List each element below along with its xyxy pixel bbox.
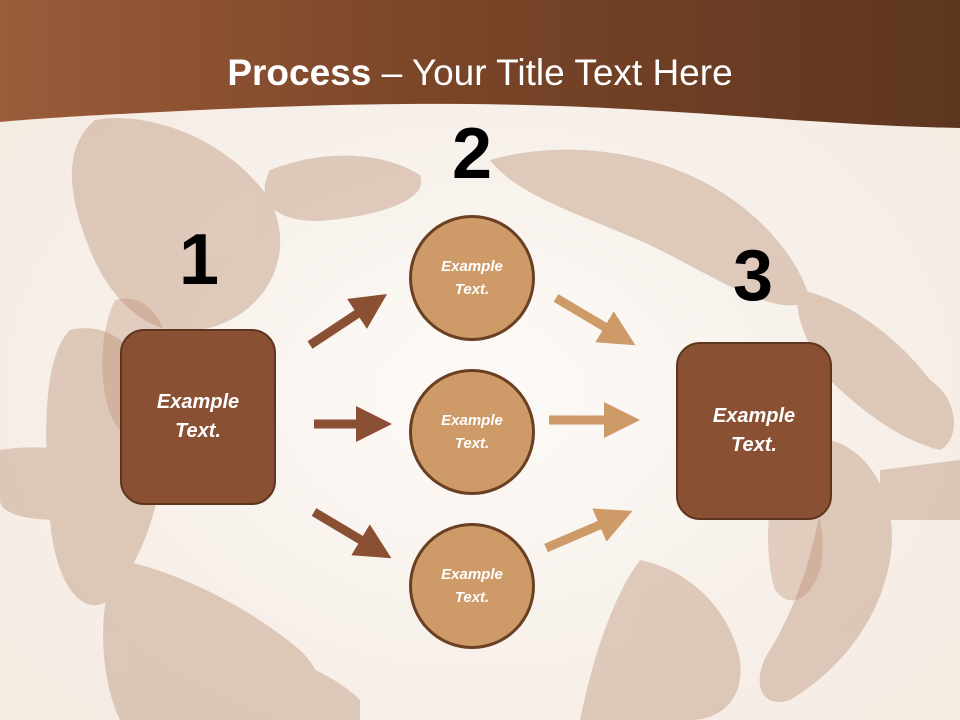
arrow-left-to-bottom [311,508,392,559]
header-band [0,0,960,128]
left-box-text: Example Text. [156,391,240,442]
step-number-3: 3 [732,236,774,316]
arrow-left-to-top [307,294,388,349]
slide-title: Process – Your Title Text Here [0,52,960,94]
step-number-2: 2 [451,114,493,194]
arrow-bottom-to-right [544,508,633,553]
circle-top: Example Text. [409,215,535,341]
right-box-text: Example Text. [712,405,796,456]
step-number-1: 1 [178,220,220,300]
circle-top-text: Example Text. [441,258,503,298]
right-process-box: Example Text. [676,342,832,520]
circle-bottom: Example Text. [409,523,535,649]
left-process-box: Example Text. [120,329,276,505]
circle-bottom-text: Example Text. [441,566,503,606]
arrow-top-to-right [553,294,636,346]
title-bold-part: Process [227,52,372,93]
title-rest-part: – Your Title Text Here [371,52,733,93]
circle-middle-text: Example Text. [441,412,503,452]
circle-middle: Example Text. [409,369,535,495]
